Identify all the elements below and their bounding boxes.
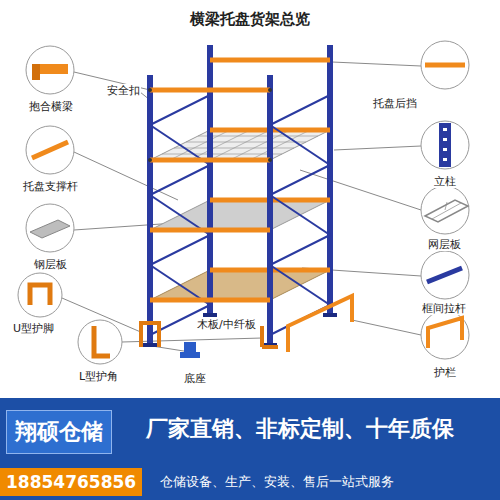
part-label: 抱合横梁 [28,100,74,113]
part-label: 网层板 [427,238,462,251]
part-label: 安全扣 [106,84,141,97]
part-label: 护栏 [433,366,457,379]
part-label: 框间拉杆 [421,302,467,315]
info-banner: 翔硕仓储 厂家直销、非标定制、十年质保18854765856 仓储设备、生产、安装、… [0,398,500,500]
part-label: U型护脚 [12,322,55,335]
diagram-title: 横梁托盘货架总览 [0,10,500,29]
part-label: 木板/中纤板 [196,318,257,331]
phone-number: 18854765856 [0,468,142,496]
leader-lines [62,62,421,352]
part-label: L型护角 [78,370,119,383]
part-label: 托盘后挡 [372,97,418,110]
slogan: 厂家直销、非标定制、十年质保 [146,414,454,444]
part-label: 钢层板 [33,258,68,271]
part-label: 立柱 [433,175,457,188]
part-label: 托盘支撑杆 [22,180,79,193]
brand-name: 翔硕仓储 [6,410,112,454]
service-text: 仓储设备、生产、安装、售后一站式服务 [160,473,394,491]
part-label: 底座 [183,372,207,385]
part-icons [18,41,469,364]
pallet-rack [141,45,352,352]
